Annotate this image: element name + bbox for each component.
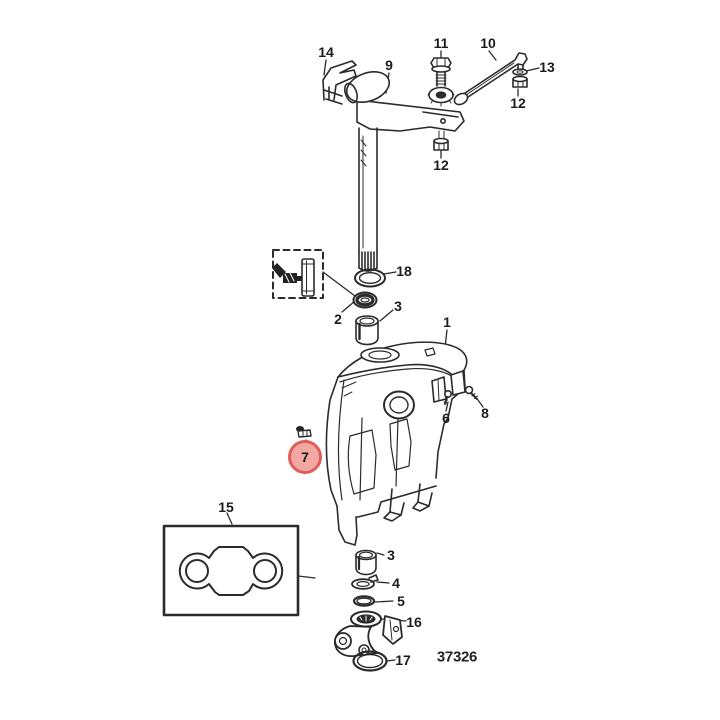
callout-5: 5: [397, 593, 405, 609]
callout-1: 1: [443, 314, 451, 330]
gasket-15: [162, 524, 300, 617]
bracket-14: [322, 60, 357, 101]
callout-6: 6: [442, 410, 450, 426]
bushing-3-lower: [355, 549, 377, 576]
nut-12-upper: [512, 75, 528, 88]
screw-8: [464, 385, 478, 400]
tab-washer-4: [351, 574, 379, 590]
seal-2: [352, 291, 378, 309]
bolt-11: [427, 57, 455, 107]
callout-10: 10: [480, 35, 496, 51]
screw-6: [443, 389, 452, 405]
callout-18: 18: [396, 263, 412, 279]
callout-11: 11: [433, 35, 449, 51]
swivel-bracket-housing-1: [325, 341, 468, 546]
callout-4: 4: [392, 575, 400, 591]
callout-7: 7: [301, 449, 309, 465]
callout-14: 14: [318, 44, 334, 60]
callout-15: 15: [218, 499, 234, 515]
steering-link-16: [334, 610, 403, 657]
nut-12-lower: [433, 130, 449, 151]
grease-gun-icon: [272, 258, 315, 297]
callout-13: 13: [539, 59, 555, 75]
callout-12-upper: 12: [510, 95, 526, 111]
steering-arm-9: [323, 71, 465, 272]
drawing-number: 37326: [436, 648, 478, 666]
lubrication-symbol-box: [272, 249, 324, 299]
grease-fitting-7: [296, 426, 312, 438]
washer-18: [354, 268, 386, 288]
bushing-3-upper: [355, 315, 379, 346]
callout-17: 17: [395, 652, 411, 668]
highlight-circle-part-7[interactable]: 7: [288, 440, 322, 474]
oring-5: [352, 595, 376, 607]
callout-9: 9: [385, 57, 393, 73]
oring-17: [352, 650, 388, 672]
callout-12-lower: 12: [433, 157, 449, 173]
washer-13: [512, 68, 528, 76]
callout-3-upper: 3: [394, 298, 402, 314]
callout-8: 8: [481, 405, 489, 421]
callout-16: 16: [406, 614, 422, 630]
link-rod-10: [453, 52, 528, 106]
leader-lines: [226, 50, 540, 662]
callout-3-lower: 3: [387, 547, 395, 563]
callout-2: 2: [334, 311, 342, 327]
